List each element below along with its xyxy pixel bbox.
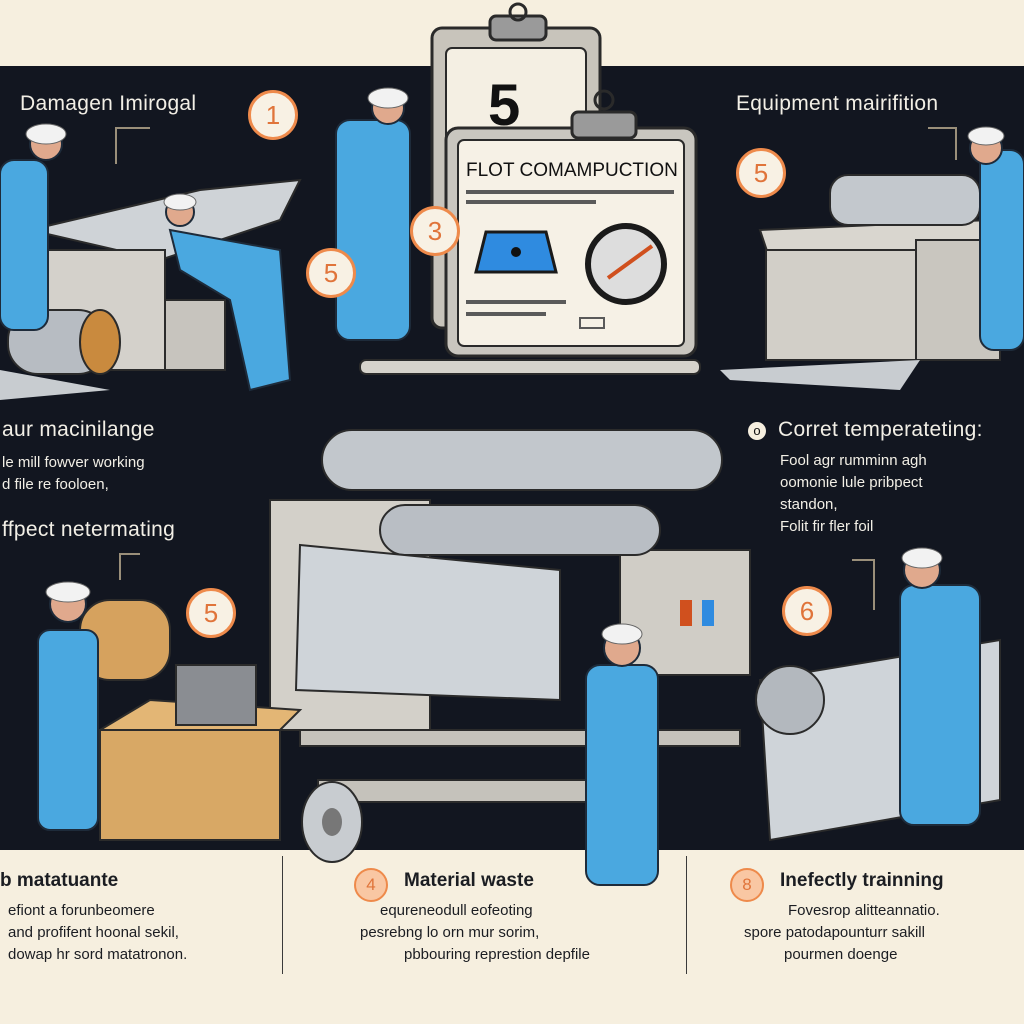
clipboard-front xyxy=(444,89,698,358)
heading-effect: ffpect netermating xyxy=(2,518,176,541)
bottom-col2-line-3: pbbouring represtion depfile xyxy=(404,946,590,963)
correct-line-2: oomonie lule pribpect xyxy=(780,474,923,491)
badge-correct: o xyxy=(748,422,766,440)
cardboard-box xyxy=(79,599,303,841)
bottom-col1-line-1: efiont a forunbeomere xyxy=(8,902,155,919)
badge-right: 6 xyxy=(782,586,832,636)
heading-machining: aur macinilange xyxy=(2,418,155,441)
bottom-band xyxy=(0,850,1024,1024)
divider-2 xyxy=(686,856,687,974)
divider-1 xyxy=(282,856,283,974)
machining-line-1: le mill fowver working xyxy=(2,454,145,471)
heading-correct: Corret temperateting: xyxy=(778,418,983,441)
brackets xyxy=(115,127,957,610)
badge-equipment: 5 xyxy=(736,148,786,198)
clipboard-number: 5 xyxy=(488,73,521,138)
bottom-col1-line-3: dowap hr sord matatronon. xyxy=(8,946,188,963)
left-machine xyxy=(0,178,302,400)
bottom-col3-line-3: pourmen doenge xyxy=(784,946,898,963)
badge-center: 3 xyxy=(410,206,460,256)
bottom-col3-title: Inefectly trainning xyxy=(780,870,944,891)
badge-effect: 5 xyxy=(186,588,236,638)
correct-line-4: Folit fir fler foil xyxy=(780,518,874,535)
machining-line-2: d file re fooloen, xyxy=(2,476,109,493)
bottom-col2-badge: 4 xyxy=(354,868,388,902)
clipboard-title: FLOT COMAMPUCTION xyxy=(466,160,678,181)
bottom-col1-title: b matatuante xyxy=(0,870,119,891)
badge-left: 5 xyxy=(306,248,356,298)
correct-line-1: Fool agr rumminn agh xyxy=(780,452,927,469)
workers xyxy=(0,91,1024,886)
bottom-col2-title: Material waste xyxy=(404,870,534,891)
bottom-col3-badge: 8 xyxy=(730,868,764,902)
right-machine xyxy=(720,174,1002,390)
bottom-col1-line-2: and profifent hoonal sekil, xyxy=(8,924,179,941)
center-machine xyxy=(269,359,751,803)
heading-damage: Damagen Imirogal xyxy=(20,92,197,115)
bottom-col2-line-1: equreneodull eofeoting xyxy=(380,902,533,919)
correct-line-3: standon, xyxy=(780,496,838,513)
foil-roll-bottom xyxy=(301,781,363,863)
bottom-col2-line-2: pesrebng lo orn mur sorim, xyxy=(360,924,540,941)
bottom-col3-line-2: spore patodapounturr sakill xyxy=(744,924,925,941)
badge-damage: 1 xyxy=(248,90,298,140)
hairnets xyxy=(25,87,1005,645)
heading-equipment: Equipment mairifition xyxy=(736,92,939,115)
bottom-col3-line-1: Fovesrop alitteannatio. xyxy=(788,902,940,919)
